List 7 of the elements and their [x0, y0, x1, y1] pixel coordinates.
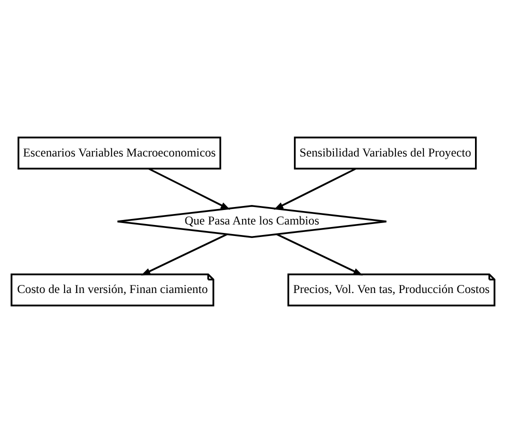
arrow: [274, 168, 356, 210]
node-box: Sensibilidad Variables del Proyecto: [294, 136, 477, 170]
arrow: [276, 234, 363, 276]
node-box: Escenarios Variables Macroeconomicos: [18, 136, 222, 170]
arrow: [140, 234, 228, 276]
node-diamond: Que Pasa Ante los Cambios: [116, 205, 388, 238]
arrow: [148, 168, 230, 210]
